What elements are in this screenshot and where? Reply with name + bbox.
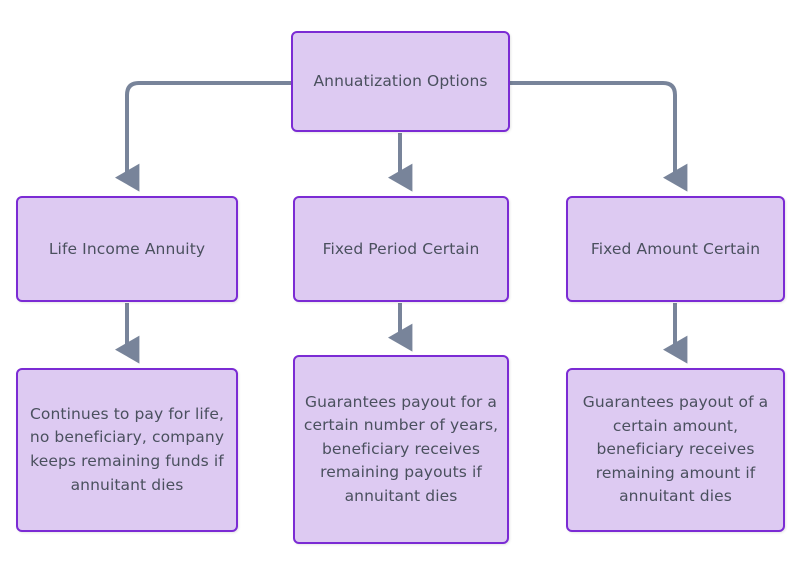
edge-root-to-amount xyxy=(510,81,688,192)
node-fixed-amount-certain-description[interactable]: Guarantees payout of a certain amount, b… xyxy=(566,368,785,532)
node-label-root: Annuatization Options xyxy=(313,71,488,90)
node-fixed-amount-certain[interactable]: Fixed Amount Certain xyxy=(566,196,785,302)
edge-root-to-life xyxy=(115,81,291,192)
node-fixed-period-certain[interactable]: Fixed Period Certain xyxy=(293,196,509,302)
node-label-life: Life Income Annuity xyxy=(48,239,206,258)
node-label-period: Fixed Period Certain xyxy=(322,239,480,258)
node-label-life-description: Continues to pay for life, no beneficiar… xyxy=(29,404,225,494)
node-label-period-description: Guarantees payout for a certain number o… xyxy=(303,392,499,505)
node-life-income-annuity-description[interactable]: Continues to pay for life, no beneficiar… xyxy=(16,368,238,532)
node-fixed-period-certain-description[interactable]: Guarantees payout for a certain number o… xyxy=(293,355,509,544)
node-life-income-annuity[interactable]: Life Income Annuity xyxy=(16,196,238,302)
node-annuatization-options[interactable]: Annuatization Options xyxy=(291,31,510,132)
node-label-amount-description: Guarantees payout of a certain amount, b… xyxy=(582,393,769,506)
node-label-amount: Fixed Amount Certain xyxy=(590,239,761,258)
